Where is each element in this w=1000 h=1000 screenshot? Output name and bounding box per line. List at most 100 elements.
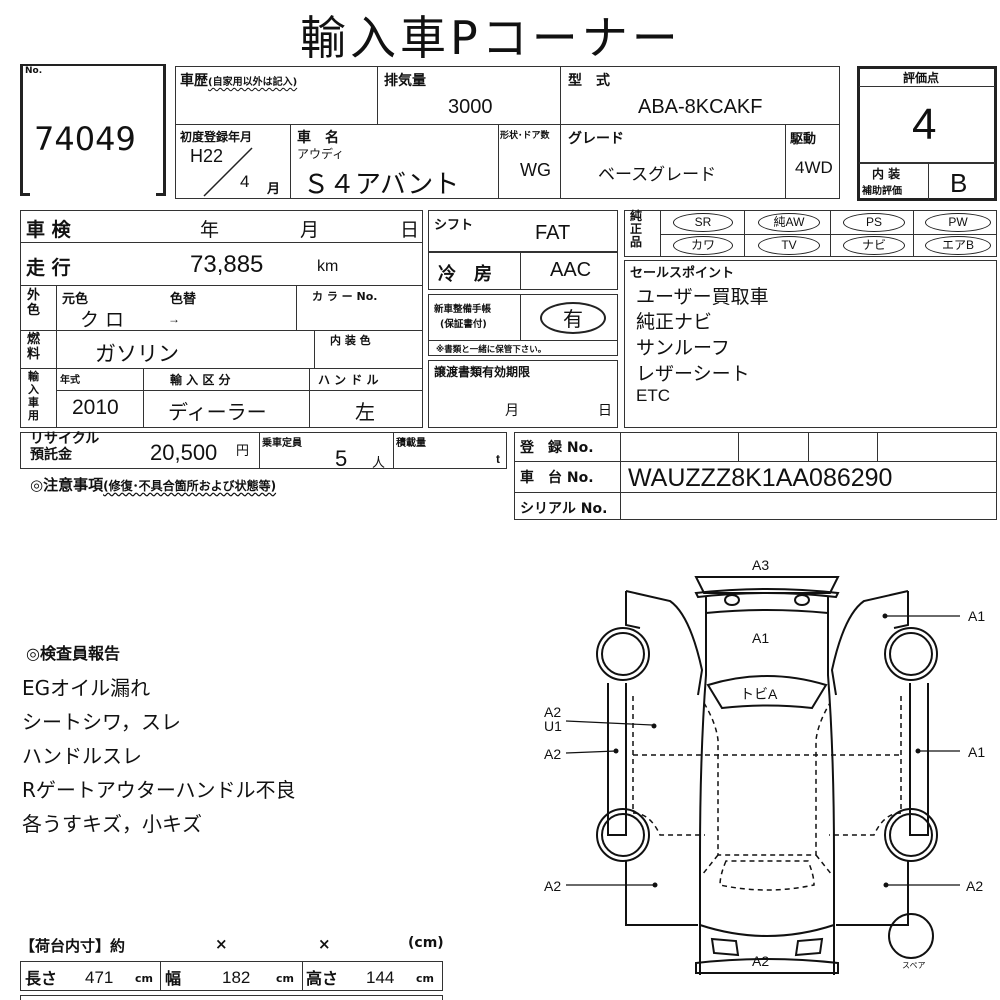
- registration-no-label: 登 録 No.: [520, 440, 594, 456]
- sales-point-item: 純正ナビ: [636, 311, 713, 333]
- inspector-report-item: ハンドルスレ: [22, 744, 142, 768]
- lot-number-box: No. 74049: [20, 64, 166, 196]
- cargo-length-unit: cm: [135, 972, 153, 985]
- fuel-side-label: 燃料: [27, 332, 41, 362]
- transfer-docs-label: 譲渡書類有効期限: [434, 365, 531, 379]
- option-tv: TV: [758, 236, 820, 255]
- option-sr: SR: [673, 213, 733, 232]
- body-type-label: 形状･ドア数: [500, 131, 550, 141]
- mileage-unit: km: [317, 258, 339, 275]
- fuel-value: ガソリン: [95, 342, 179, 366]
- load-unit: t: [496, 452, 500, 466]
- option-pw: PW: [925, 213, 991, 232]
- option-genuine-aw: 純AW: [758, 213, 820, 232]
- sales-point-item: サンルーフ: [636, 337, 730, 359]
- inspector-report-item: シートシワ，スレ: [22, 710, 181, 734]
- lot-number: 74049: [34, 120, 136, 158]
- diagram-rear-bumper: A3: [752, 557, 770, 573]
- mileage-value: 73,885: [190, 251, 264, 278]
- original-color-value: ク ロ: [80, 309, 125, 331]
- sales-point-item: レザーシート: [636, 363, 750, 385]
- cargo-x1: ×: [215, 935, 228, 953]
- inspector-report-label: ◎検査員報告: [26, 644, 120, 663]
- interior-color-label: 内 装 色: [330, 334, 371, 347]
- handle-label: ハ ン ド ル: [318, 373, 379, 387]
- aircon-box: [428, 252, 618, 290]
- registration-month: 4: [240, 172, 250, 191]
- cargo-length-label: 長さ: [25, 969, 58, 988]
- first-registration-label: 初度登録年月: [180, 130, 253, 144]
- inspection-year-unit: 年: [200, 219, 220, 241]
- interior-score: B: [950, 168, 968, 198]
- load-label: 積載量: [396, 438, 426, 449]
- transfer-month-unit: 月: [505, 403, 519, 419]
- car-maker: アウディ: [297, 147, 345, 161]
- cargo-width-unit: cm: [276, 972, 294, 985]
- diagram-front-bumper: A2: [752, 953, 770, 969]
- recycle-label-2: 預託金: [30, 447, 72, 463]
- diagram-left-sill: A2: [544, 746, 562, 762]
- model-code-label: 型 式: [568, 73, 610, 89]
- inspection-mileage-grid: [20, 210, 423, 428]
- cargo-label: 【荷台内寸】約: [20, 937, 126, 955]
- car-name-label: 車 名: [297, 130, 339, 146]
- sales-points-label: セールスポイント: [630, 266, 735, 281]
- inspector-report-item: EGオイル漏れ: [22, 676, 151, 700]
- import-category-label: 輸 入 区 分: [170, 373, 231, 387]
- inspection-day-unit: 日: [400, 219, 420, 241]
- cargo-dimensions-box: [20, 961, 443, 991]
- recycle-unit: 円: [236, 443, 250, 458]
- grade-label: グレード: [568, 131, 624, 147]
- recycle-value: 20,500: [150, 440, 218, 465]
- registration-era-year: H22: [190, 146, 224, 166]
- capacity-label: 乗車定員: [262, 438, 302, 449]
- car-damage-diagram: [565, 576, 960, 975]
- shift-box: [428, 210, 618, 252]
- cargo-height-label: 高さ: [306, 969, 339, 988]
- handle-value: 左: [355, 400, 375, 424]
- cargo-length-value: 471: [85, 968, 114, 987]
- chassis-no-label: 車 台 No.: [520, 470, 594, 486]
- service-book-note: ※書類と一緒に保管下さい。: [436, 345, 547, 355]
- cargo-width-label: 幅: [165, 969, 182, 988]
- inspection-month-unit: 月: [300, 219, 320, 241]
- vehicle-info-grid: [175, 66, 840, 199]
- registration-box: [514, 432, 997, 520]
- service-book-box: [428, 294, 618, 356]
- diagram-spare: スペア: [902, 961, 926, 970]
- service-book-value: 有: [540, 302, 606, 334]
- recycle-label-1: リサイクル: [30, 431, 100, 447]
- recycle-capacity-box: [20, 432, 507, 469]
- option-ps: PS: [843, 213, 905, 232]
- service-book-label-2: (保証書付): [440, 319, 487, 330]
- diagram-right-rear-fender: A1: [968, 608, 986, 624]
- inspection-label: 車 検: [26, 219, 71, 241]
- score-value: 4: [912, 100, 937, 149]
- notes-label: ◎注意事項(修復･不具合箇所および状態等): [30, 476, 277, 494]
- exterior-side-label: 外色: [27, 288, 41, 318]
- inspector-report-item: 各うすキズ，小キズ: [22, 812, 202, 836]
- cargo-height-value: 144: [366, 968, 395, 987]
- aircon-label: 冷 房: [438, 264, 492, 285]
- grade-value: ベースグレード: [598, 165, 717, 185]
- model-year-value: 2010: [72, 396, 119, 419]
- color-no-label: カ ラ ー No.: [312, 290, 378, 303]
- option-airbag: エアB: [925, 236, 991, 255]
- shift-label: シフト: [434, 218, 474, 233]
- car-name-value: Ｓ４アバント: [303, 170, 460, 200]
- changed-color-value: →: [168, 312, 180, 326]
- score-label: 評価点: [903, 71, 940, 85]
- model-code-value: ABA-8KCAKF: [638, 96, 763, 118]
- cargo-width-value: 182: [222, 968, 251, 987]
- page-title: 輸入車Pコーナー: [300, 11, 682, 65]
- interior-label-2: 補助評価: [862, 186, 902, 197]
- diagram-left-front: A2: [544, 878, 562, 894]
- option-leather: カワ: [673, 236, 733, 255]
- diagram-right-sill: A1: [968, 744, 986, 760]
- option-navi: ナビ: [843, 236, 905, 255]
- score-box: [857, 66, 997, 201]
- drive-label: 駆動: [790, 132, 817, 147]
- cargo-unit-paren: (cm): [408, 935, 444, 951]
- model-year-label: 年式: [60, 375, 80, 386]
